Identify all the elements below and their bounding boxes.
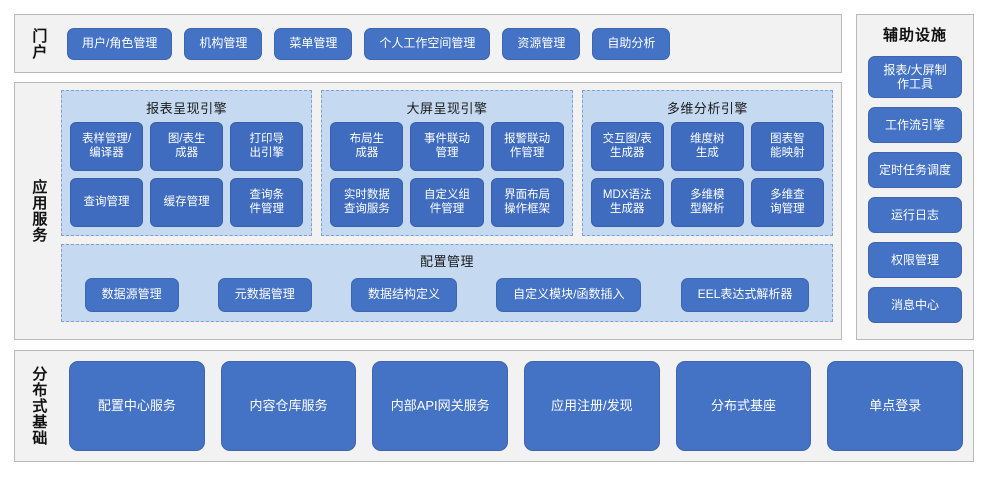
configuration-management-box: 配置管理 数据源管理 元数据管理 数据结构定义 自定义模块/函数插入 EEL表达… [61,244,833,322]
base-item-distributed-foundation[interactable]: 分布式基座 [675,361,812,451]
engine-item-multidimensional-model-parsing[interactable]: 多维模 型解析 [670,178,744,227]
application-services-content: 报表呈现引擎 表样管理/ 编译器 图/表生 成器 打印导 出引擎 查询管理 缓存… [61,90,833,332]
config-item-data-structure-definition[interactable]: 数据结构定义 [350,277,457,312]
engine-item-multidimensional-query-management[interactable]: 多维查 询管理 [750,178,824,227]
engine-multidimensional-analysis-grid: 交互图/表 生成器 维度树 生成 图表智 能映射 MDX语法 生成器 多维模 型… [590,122,824,227]
engine-item-realtime-data-query-service[interactable]: 实时数据 查询服务 [330,178,404,227]
base-item-app-registration-discovery[interactable]: 应用注册/发现 [524,361,660,451]
engine-bigscreen-rendering: 大屏呈现引擎 布局生 成器 事件联动 管理 报警联动 作管理 实时数据 查询服务… [321,90,573,236]
aux-item-workflow-engine[interactable]: 工作流引擎 [868,107,962,143]
auxiliary-facilities-section: 辅助设施 报表/大屏制 作工具 工作流引擎 定时任务调度 运行日志 权限管理 消… [856,14,974,340]
engine-report-rendering: 报表呈现引擎 表样管理/ 编译器 图/表生 成器 打印导 出引擎 查询管理 缓存… [61,90,313,236]
aux-item-report-bigscreen-authoring-tool[interactable]: 报表/大屏制 作工具 [868,56,962,98]
application-services-label: 应用服务 [30,179,48,243]
distributed-infrastructure-label: 分布式基础 [30,366,48,446]
engine-item-chart-table-generator[interactable]: 图/表生 成器 [150,122,224,171]
engine-report-rendering-title: 报表呈现引擎 [146,101,228,116]
auxiliary-facilities-list: 报表/大屏制 作工具 工作流引擎 定时任务调度 运行日志 权限管理 消息中心 [857,45,973,323]
aux-item-scheduled-task-scheduling[interactable]: 定时任务调度 [868,152,962,188]
portal-button-row: 用户/角色管理 机构管理 菜单管理 个人工作空间管理 资源管理 自助分析 [61,15,835,72]
engine-item-layout-generator[interactable]: 布局生 成器 [330,122,404,171]
config-item-eel-expression-parser[interactable]: EEL表达式解析器 [680,277,810,312]
config-item-datasource-management[interactable]: 数据源管理 [84,277,179,312]
engine-item-query-management[interactable]: 查询管理 [70,178,144,227]
engine-item-cache-management[interactable]: 缓存管理 [150,178,224,227]
portal-section: 门户 用户/角色管理 机构管理 菜单管理 个人工作空间管理 资源管理 自助分析 [14,14,842,73]
base-item-content-repository-service[interactable]: 内容仓库服务 [220,361,357,451]
base-item-single-sign-on[interactable]: 单点登录 [827,361,964,451]
portal-item-organization-management[interactable]: 机构管理 [184,27,263,60]
engine-item-dimension-tree-generation[interactable]: 维度树 生成 [670,122,744,171]
engine-bigscreen-rendering-title: 大屏呈现引擎 [406,101,488,116]
engines-row: 报表呈现引擎 表样管理/ 编译器 图/表生 成器 打印导 出引擎 查询管理 缓存… [61,90,833,236]
config-item-metadata-management[interactable]: 元数据管理 [217,277,312,312]
engine-item-query-condition-management[interactable]: 查询条 件管理 [230,178,304,227]
engine-item-mdx-syntax-generator[interactable]: MDX语法 生成器 [590,178,664,227]
distributed-infrastructure-section: 分布式基础 配置中心服务 内容仓库服务 内部API网关服务 应用注册/发现 分布… [14,350,974,462]
engine-multidimensional-analysis-title: 多维分析引擎 [666,101,748,116]
configuration-management-title: 配置管理 [419,254,474,269]
auxiliary-facilities-title: 辅助设施 [882,27,947,44]
engine-item-form-template-management-compiler[interactable]: 表样管理/ 编译器 [70,122,144,171]
aux-item-runtime-logs[interactable]: 运行日志 [868,197,962,233]
portal-item-personal-workspace-management[interactable]: 个人工作空间管理 [364,27,491,60]
portal-item-menu-management[interactable]: 菜单管理 [274,27,353,60]
portal-item-resource-management[interactable]: 资源管理 [502,27,581,60]
config-item-custom-module-function-insertion[interactable]: 自定义模块/函数插入 [496,277,642,312]
engine-item-custom-component-management[interactable]: 自定义组 件管理 [410,178,484,227]
application-services-section: 应用服务 报表呈现引擎 表样管理/ 编译器 图/表生 成器 打印导 出引擎 查询… [14,82,842,340]
engine-item-print-export-engine[interactable]: 打印导 出引擎 [230,122,304,171]
engine-multidimensional-analysis: 多维分析引擎 交互图/表 生成器 维度树 生成 图表智 能映射 MDX语法 生成… [581,90,833,236]
engine-item-ui-layout-operation-framework[interactable]: 界面布局 操作框架 [490,178,564,227]
portal-item-user-role-management[interactable]: 用户/角色管理 [67,27,173,60]
portal-item-self-service-analysis[interactable]: 自助分析 [592,27,671,60]
base-item-internal-api-gateway-service[interactable]: 内部API网关服务 [372,361,509,451]
engine-report-rendering-grid: 表样管理/ 编译器 图/表生 成器 打印导 出引擎 查询管理 缓存管理 查询条 … [70,122,304,227]
engine-item-event-linkage-management[interactable]: 事件联动 管理 [410,122,484,171]
portal-section-label: 门户 [30,27,48,60]
aux-item-message-center[interactable]: 消息中心 [868,287,962,323]
aux-item-permission-management[interactable]: 权限管理 [868,242,962,278]
engine-item-interactive-chart-table-generator[interactable]: 交互图/表 生成器 [590,122,664,171]
base-item-config-center-service[interactable]: 配置中心服务 [69,361,205,451]
configuration-management-row: 数据源管理 元数据管理 数据结构定义 自定义模块/函数插入 EEL表达式解析器 [72,276,822,313]
engine-item-alarm-linkage-action-management[interactable]: 报警联动 作管理 [490,122,564,171]
engine-item-chart-intelligent-mapping[interactable]: 图表智 能映射 [750,122,824,171]
distributed-infrastructure-row: 配置中心服务 内容仓库服务 内部API网关服务 应用注册/发现 分布式基座 单点… [61,361,964,451]
engine-bigscreen-rendering-grid: 布局生 成器 事件联动 管理 报警联动 作管理 实时数据 查询服务 自定义组 件… [330,122,564,227]
